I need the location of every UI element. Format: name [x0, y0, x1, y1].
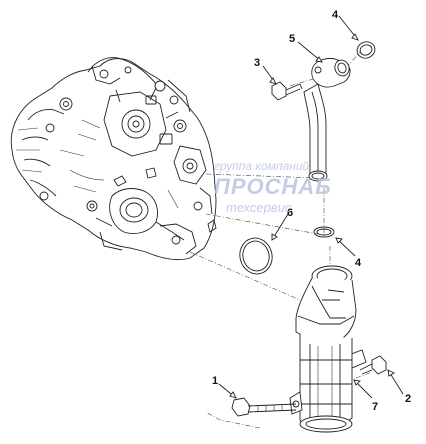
callout-4-top: 4 — [332, 9, 339, 21]
watermark-line-2: ПРОСНАБ — [214, 174, 332, 199]
gasket-ring-6 — [239, 237, 273, 275]
watermark: группа компаний ПРОСНАБ техсервис — [214, 159, 332, 215]
callout-2: 2 — [405, 393, 411, 405]
watermark-line-3: техсервис — [226, 200, 292, 215]
lower-tube-assembly — [289, 265, 367, 433]
callout-1: 1 — [212, 375, 218, 387]
callout-labels: 1 2 3 4 4 5 6 7 — [212, 9, 411, 413]
watermark-line-1: группа компаний — [214, 159, 310, 173]
transmission-housing — [10, 57, 217, 261]
leader-lines — [218, 15, 404, 399]
upper-vent-tube — [303, 58, 351, 182]
bolt-1 — [231, 397, 297, 417]
o-ring-middle — [313, 226, 335, 238]
bolt-2 — [359, 355, 387, 375]
bolt-3 — [271, 81, 303, 101]
callout-4-middle: 4 — [355, 257, 362, 269]
callout-6: 6 — [287, 207, 293, 219]
callout-5: 5 — [289, 33, 295, 45]
o-ring-top — [356, 41, 376, 59]
assembly-guide-lines — [189, 51, 373, 429]
callout-3: 3 — [254, 57, 260, 69]
callout-7: 7 — [372, 401, 378, 413]
